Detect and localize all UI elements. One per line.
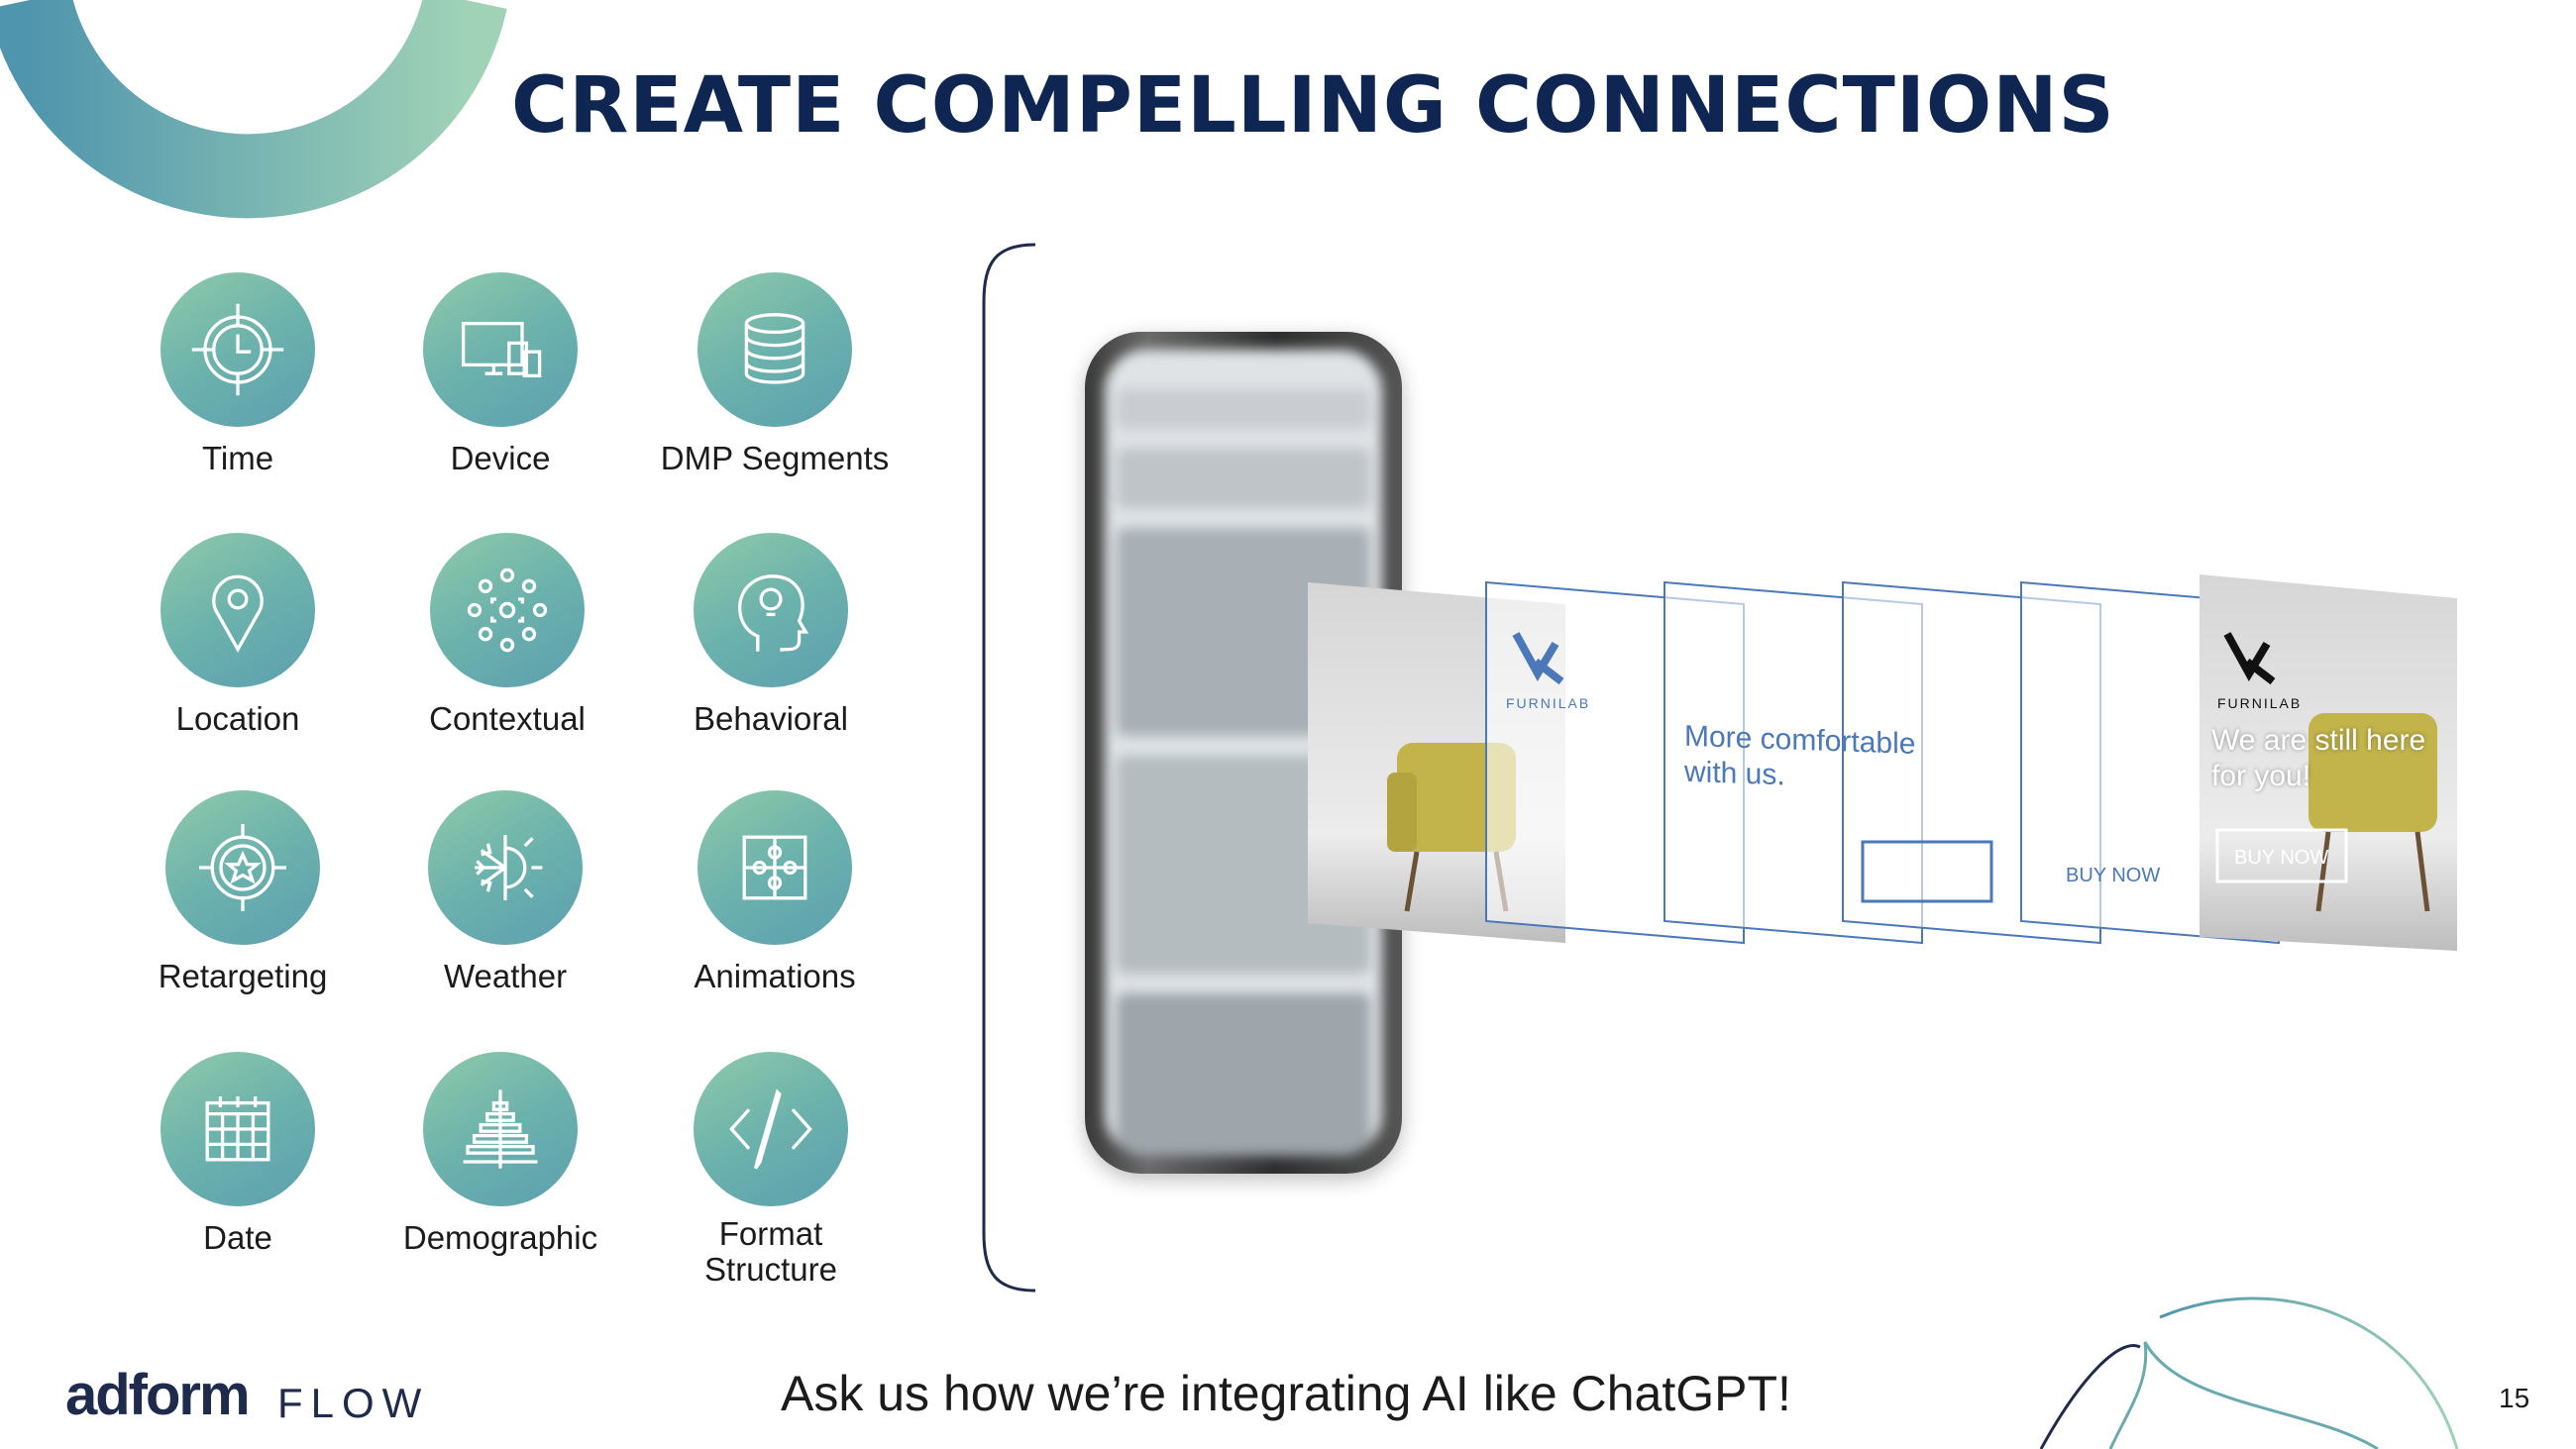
ad-headline-mid: More comfortable with us. [1684, 723, 1916, 792]
page-number: 15 [2499, 1383, 2530, 1413]
targeting-item-format-structure: Format Structure [632, 1052, 910, 1309]
map-pin-icon [161, 533, 315, 687]
slide-title: CREATE COMPELLING CONNECTIONS [511, 61, 2115, 151]
buy-now-label: BUY NOW [2234, 847, 2328, 869]
ad-creative-sequence: FURNILAB More comfortable with us. BUY N… [1308, 574, 2457, 951]
targeting-item-location: Location [99, 533, 376, 790]
targeting-label: Date [203, 1219, 272, 1256]
dots-cluster-icon [430, 533, 585, 687]
code-brackets-icon [694, 1052, 848, 1206]
targeting-item-contextual: Contextual [369, 533, 646, 790]
targeting-item-demographic: Demographic [362, 1052, 639, 1309]
targeting-item-retargeting: Retargeting [104, 790, 381, 1048]
devices-icon [423, 272, 578, 427]
targeting-item-weather: Weather [367, 790, 644, 1048]
cta-placeholder-box [1861, 840, 1993, 903]
targeting-label: Demographic [402, 1219, 598, 1256]
puzzle-icon [698, 790, 852, 945]
targeting-item-device: Device [362, 272, 639, 530]
ad-frames: FURNILAB More comfortable with us. BUY N… [1308, 574, 2457, 951]
ai-tagline: Ask us how we’re integrating AI like Cha… [781, 1366, 1791, 1421]
bottom-right-arc [2039, 1344, 2141, 1449]
ad-headline-final: We are still here for you! [2211, 724, 2426, 792]
targeting-label: Retargeting [158, 958, 328, 994]
targeting-label: DMP Segments [660, 440, 890, 476]
targeting-item-animations: Animations [636, 790, 913, 1048]
bottom-right-arc-2 [2159, 1296, 2459, 1449]
sun-snow-icon [428, 790, 583, 945]
grouping-bracket [982, 243, 1035, 1293]
armchair-image-final [2308, 713, 2437, 832]
head-lightbulb-icon [694, 533, 848, 687]
ad-brand-name: FURNILAB [1506, 695, 1590, 711]
targeting-label: Animations [694, 958, 856, 994]
buy-now-button [2215, 828, 2348, 883]
targeting-item-date: Date [99, 1052, 376, 1309]
targeting-item-time: Time [99, 272, 376, 530]
adform-logo: adform [65, 1363, 251, 1427]
targeting-label: Time [201, 440, 274, 476]
database-icon [698, 272, 852, 427]
ad-cta-text: BUY NOW [2066, 865, 2160, 886]
bottom-right-arc-3 [2108, 1341, 2379, 1449]
top-left-arc [0, 0, 507, 219]
targeting-item-behavioral: Behavioral [632, 533, 910, 790]
targeting-label: Contextual [429, 700, 586, 737]
targeting-label: Location [175, 700, 300, 737]
flow-logo: FLOW [277, 1380, 430, 1426]
targeting-grid: Time Device DMP Segments Location [99, 272, 912, 1312]
targeting-label: Device [450, 440, 551, 476]
ad-brand-name-final: FURNILAB [2217, 695, 2302, 711]
clock-target-icon [161, 272, 315, 427]
targeting-label: Behavioral [694, 700, 848, 737]
furnilab-logo-mark [1512, 632, 1564, 685]
targeting-label: Format Structure [704, 1215, 837, 1288]
pyramid-icon [423, 1052, 578, 1206]
targeting-item-dmp-segments: DMP Segments [636, 272, 913, 530]
star-target-icon [165, 790, 320, 945]
furnilab-logo-mark-final [2223, 632, 2276, 685]
targeting-label: Weather [443, 958, 568, 994]
calendar-icon [161, 1052, 315, 1206]
